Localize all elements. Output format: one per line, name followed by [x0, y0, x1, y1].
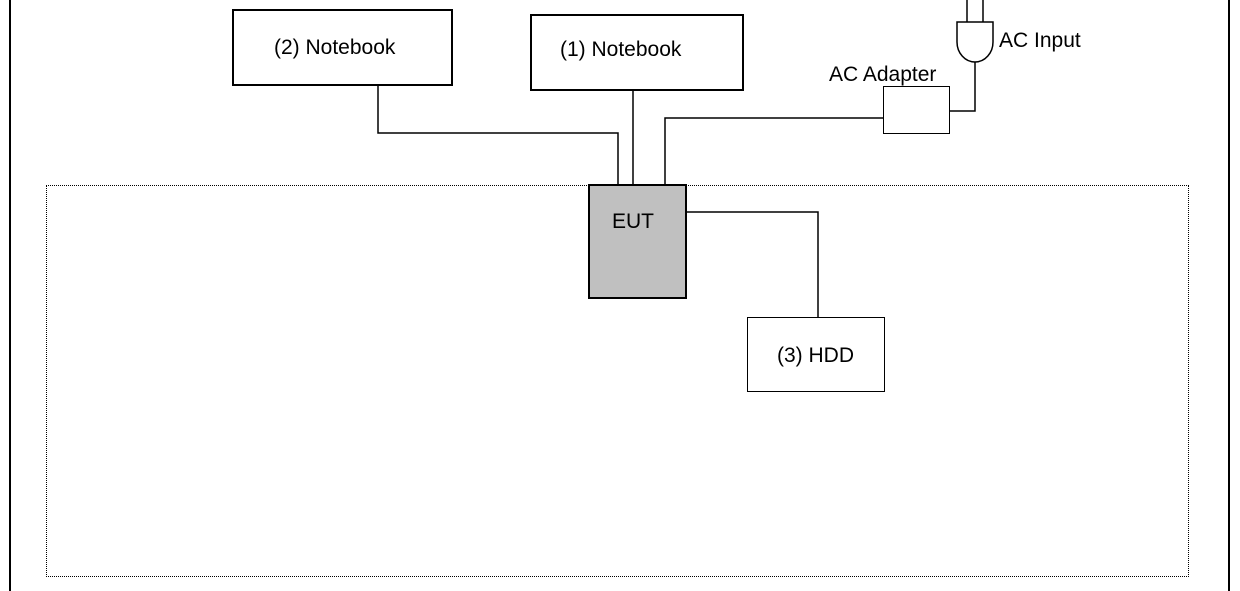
ac-adapter-box — [883, 86, 950, 134]
cable-adapter-plug — [950, 62, 976, 112]
eut-box: EUT — [588, 184, 687, 299]
cable-eut-hdd — [687, 211, 819, 317]
cable-adapter-eut — [664, 117, 883, 184]
cable-notebook2-eut — [377, 86, 619, 184]
notebook-1-label: (1) Notebook — [560, 38, 682, 61]
notebook-2-box: (2) Notebook — [232, 9, 453, 86]
frame-left-border — [9, 0, 11, 591]
hdd-box: (3) HDD — [747, 317, 885, 392]
notebook-2-label: (2) Notebook — [274, 36, 396, 59]
hdd-label: (3) HDD — [777, 344, 854, 367]
frame-right-border — [1228, 0, 1230, 591]
notebook-1-box: (1) Notebook — [530, 14, 744, 91]
eut-label: EUT — [612, 210, 654, 233]
ac-plug-icon — [956, 0, 994, 63]
ac-input-label: AC Input — [999, 29, 1081, 52]
ac-adapter-label: AC Adapter — [829, 63, 937, 86]
